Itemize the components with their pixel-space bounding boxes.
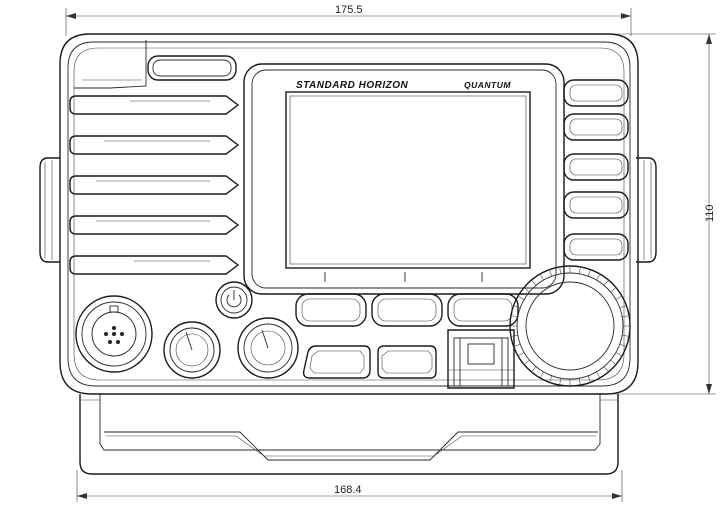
dial-ridge xyxy=(524,287,530,293)
dial-ridge xyxy=(578,378,581,385)
grille-slat xyxy=(69,175,240,195)
distress-button[interactable] xyxy=(147,55,237,81)
base-width-label: 168.4 xyxy=(334,484,362,496)
right-side-knob xyxy=(636,157,657,263)
dial-ridge xyxy=(518,296,525,300)
brand-logo: STANDARD HORIZON xyxy=(296,80,409,91)
dial-ridge xyxy=(540,274,544,281)
dial-ridge xyxy=(603,280,609,286)
side-button[interactable] xyxy=(563,79,629,107)
dimension-base-width: 168.4 xyxy=(76,470,623,502)
lower-middle-button[interactable] xyxy=(377,345,437,379)
dial-ridge xyxy=(615,352,622,356)
dial-ridge xyxy=(587,270,591,277)
accessory-connector xyxy=(75,295,153,373)
dial-ridge xyxy=(596,371,600,378)
height-label: 110 xyxy=(704,204,716,222)
soft-key-2[interactable] xyxy=(371,293,443,327)
soft-key-3[interactable] xyxy=(447,293,519,327)
dial-ridge xyxy=(531,366,537,372)
lcd-screen xyxy=(285,91,531,282)
left-side-knob xyxy=(39,157,60,263)
power-icon xyxy=(226,290,242,308)
radio-body xyxy=(59,33,639,395)
side-button[interactable] xyxy=(563,191,629,219)
mic-connector xyxy=(447,329,515,389)
lower-left-button[interactable] xyxy=(302,345,371,379)
dial-ridge xyxy=(610,359,616,365)
mounting-bracket xyxy=(79,394,619,475)
dial-ridge xyxy=(524,359,530,365)
dial-ridge xyxy=(622,334,629,337)
model-logo: QUANTUM xyxy=(464,80,511,90)
dial-ridge xyxy=(514,343,521,347)
squelch-knob[interactable] xyxy=(237,317,299,379)
dial-ridge xyxy=(518,352,525,356)
dial-ridge xyxy=(603,366,609,372)
dial-grip-ridges xyxy=(511,267,629,385)
grille-slat xyxy=(69,215,240,235)
grille-slat xyxy=(69,95,240,115)
dial-ridge xyxy=(559,378,562,385)
side-button[interactable] xyxy=(563,113,629,141)
dial-ridge xyxy=(596,274,600,281)
right-button-column xyxy=(563,79,629,261)
channel-dial[interactable] xyxy=(509,265,631,387)
dial-ridge xyxy=(549,270,553,277)
dial-ridge xyxy=(531,280,537,286)
dial-ridge xyxy=(559,267,562,274)
dial-ridge xyxy=(587,375,591,382)
grille-slat xyxy=(69,135,240,155)
dial-ridge xyxy=(511,334,518,337)
power-button[interactable] xyxy=(215,281,253,319)
dial-ridge xyxy=(610,287,616,293)
dimension-overall-width: 175.5 xyxy=(65,4,632,36)
speaker-grille xyxy=(69,95,240,275)
display-bezel: STANDARD HORIZON QUANTUM xyxy=(243,63,565,295)
dial-ridge xyxy=(549,375,553,382)
dial-ridge xyxy=(514,305,521,309)
volume-knob[interactable] xyxy=(163,321,221,379)
overall-width-label: 175.5 xyxy=(335,4,363,16)
side-button[interactable] xyxy=(563,233,629,261)
dial-ridge xyxy=(578,267,581,274)
dial-ridge xyxy=(540,371,544,378)
grille-slat xyxy=(69,255,240,275)
dial-ridge xyxy=(615,296,622,300)
soft-keys xyxy=(295,293,519,327)
dial-ridge xyxy=(619,343,626,347)
dial-ridge xyxy=(622,315,629,318)
dial-ridge xyxy=(511,315,518,318)
dimension-height: 110 xyxy=(608,33,716,395)
soft-key-1[interactable] xyxy=(295,293,367,327)
side-button[interactable] xyxy=(563,153,629,181)
dial-ridge xyxy=(619,305,626,309)
